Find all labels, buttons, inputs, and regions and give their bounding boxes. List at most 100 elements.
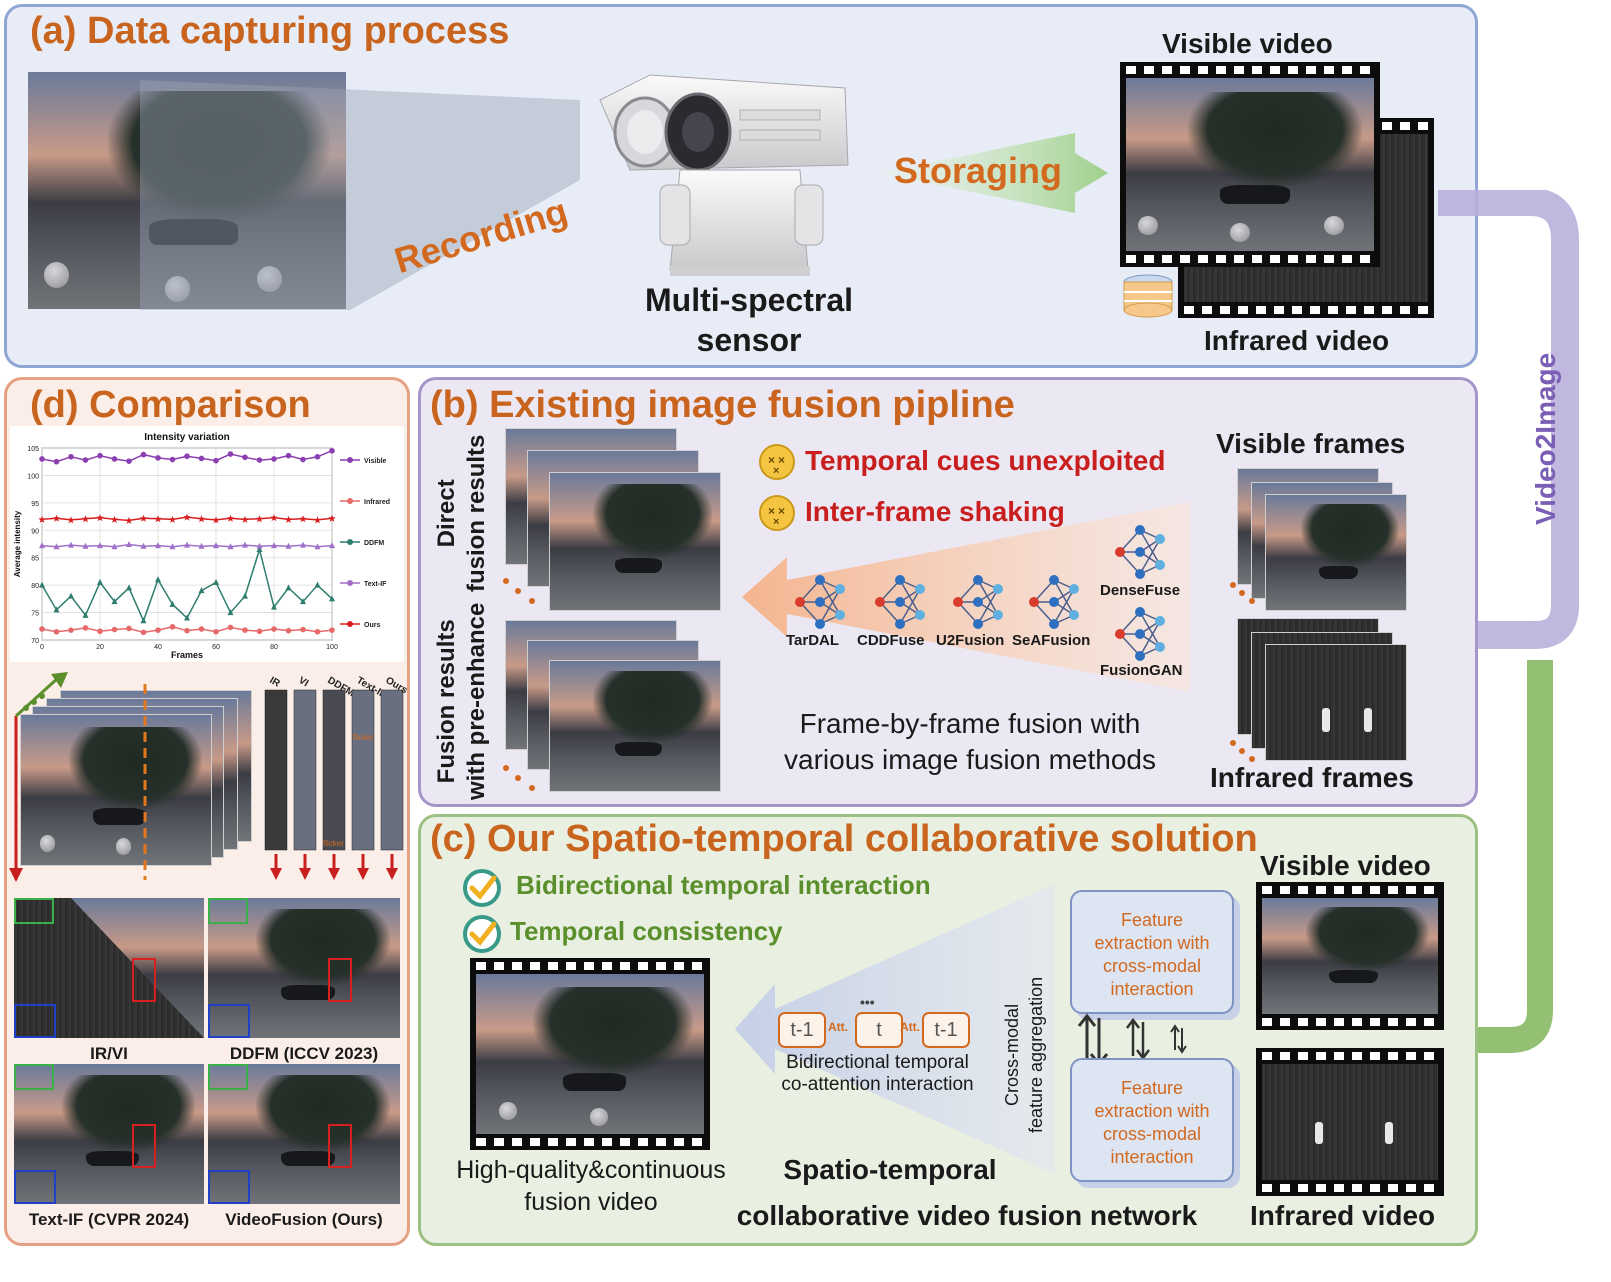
output-caption-line2: fusion video [524,1188,658,1216]
strip-label: IR [268,675,283,690]
data-point [39,626,45,632]
storaging-arrow [880,133,1108,213]
data-point [213,457,219,464]
svg-text:×: × [773,516,779,528]
direct-fusion-line2: fusion results [463,434,490,592]
data-point [68,627,74,633]
aggregation-line2: feature aggregation [1026,976,1046,1133]
data-point [213,542,219,549]
strip-ddfm [322,689,346,851]
data-point [53,606,60,613]
svg-text:×: × [778,504,785,518]
sensor-label-line2: sensor [696,322,802,358]
data-point [183,513,191,521]
data-point [241,515,249,523]
data-point [53,514,60,522]
token-t-minus-1-left: t-1 [778,1012,826,1048]
ellipsis-label: ••• [860,994,875,1010]
infrared-frames-label: Infrared frames [1210,762,1414,793]
strip-label: VI [297,675,311,689]
frame-by-frame-caption-line1: Frame-by-frame fusion with [799,708,1141,739]
caption-ddfm: DDFM (ICCV 2023) [229,1044,379,1063]
data-point [198,455,205,462]
flicker-label: flicker [353,733,374,742]
panel-d-title: (d) Comparison [30,384,311,426]
legend-marker [347,621,353,627]
data-point [111,543,118,550]
direct-fusion-label: Direct fusion results [432,435,492,592]
attention-label-left: Att. [828,1020,848,1034]
data-point [256,628,263,635]
data-point [154,515,162,523]
visible-frames-stack [1237,468,1407,611]
data-point [126,458,132,464]
network-icon [1115,525,1165,579]
x-axis-label: Frames [171,650,203,660]
data-point [97,628,103,635]
svg-text:×: × [768,453,775,467]
legend-marker [347,580,353,586]
feature-line: cross-modal [1102,956,1202,976]
data-point [300,541,306,548]
check-bidirectional: Bidirectional temporal interaction [516,870,931,900]
strip-ir [264,689,288,851]
pre-enhance-line1: Fusion results [433,619,460,784]
legend-marker [347,498,353,504]
data-point [242,627,248,633]
legend-label: DDFM [364,540,384,547]
attention-label-right: Att. [900,1020,920,1034]
x-tick-label: 20 [96,644,104,651]
data-point [39,581,45,588]
fusion-methods-networks [795,525,1165,661]
video2image-label: Video2Image [1530,352,1561,525]
data-point [97,452,103,459]
data-point [242,541,248,548]
feature-line: Feature [1120,1078,1184,1098]
direct-fusion-line1: Direct [433,479,460,548]
data-point [140,542,147,549]
data-point [169,600,176,607]
data-point [271,626,277,632]
storaging-label: Storaging [894,150,1062,191]
data-point [285,584,292,591]
data-point [68,453,74,460]
multispectral-camera-icon [599,74,849,276]
method-fusiongan: FusionGAN [1100,662,1183,679]
output-caption-line1: High-quality&continuous [456,1156,726,1184]
data-point [140,451,147,458]
direct-fusion-frames [505,428,721,611]
data-point [300,456,306,463]
svg-text:×: × [768,504,775,518]
data-point [126,541,132,548]
token-t: t [855,1012,903,1048]
pre-enhance-fusion-frames [505,620,721,792]
visible-video-label: Visible video [1162,28,1333,59]
data-point [256,545,263,552]
legend-label: Visible [364,458,387,465]
check-temporal-consistency: Temporal consistency [510,916,783,946]
data-point [82,515,89,523]
feature-line: cross-modal [1102,1124,1202,1144]
network-icon [875,575,925,629]
caption-videofusion: VideoFusion (Ours) [225,1210,383,1229]
frame-by-frame-caption-line2: various image fusion methods [784,744,1156,775]
data-point [184,627,190,634]
data-point [155,542,161,549]
videofusion-image [208,1064,400,1204]
fused-output-video [470,958,710,1150]
check-icon [463,869,501,907]
panel-b-title: (b) Existing image fusion pipline [430,384,1015,426]
data-point [329,542,335,549]
data-point [111,626,118,633]
y-tick-label: 100 [27,473,39,480]
aggregation-label: Cross-modal feature aggregation [1000,977,1048,1133]
temporal-axis-arrows [9,672,68,882]
textif-image [14,1064,204,1204]
x-tick-label: 0 [40,644,44,651]
infrared-frames-stack [1237,618,1407,761]
data-point [169,456,176,463]
network-icon [953,575,1003,629]
data-point [82,625,89,631]
data-point [285,452,292,459]
